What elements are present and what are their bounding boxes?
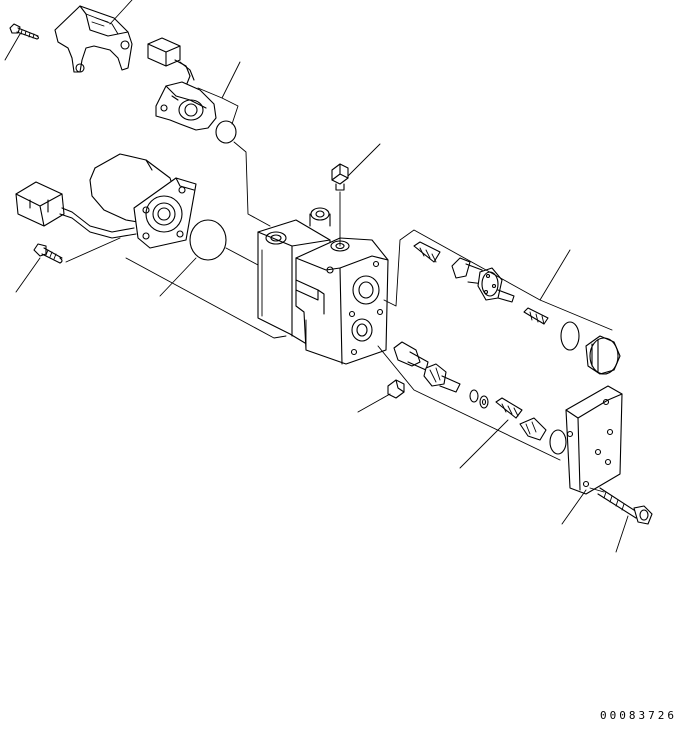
leader-bracket-top xyxy=(109,0,133,25)
gasket-round xyxy=(189,219,227,261)
spool-upper xyxy=(413,241,515,303)
solenoid xyxy=(89,153,197,249)
o-ring-top xyxy=(215,120,237,144)
washers xyxy=(469,389,489,409)
connector-large xyxy=(15,181,137,239)
leader-spool-upper-bracket xyxy=(383,229,613,331)
o-ring-right xyxy=(560,321,580,351)
sensor-top xyxy=(155,81,217,131)
spool-lower xyxy=(393,341,461,393)
leader-gasket xyxy=(159,257,197,297)
valve-body xyxy=(257,207,389,365)
leader-plug-top xyxy=(347,143,381,177)
cover-plate xyxy=(565,385,623,495)
plug-top xyxy=(331,163,349,191)
leader-connector-bolt xyxy=(65,237,121,263)
leader-bolt-top-left xyxy=(4,33,21,61)
cap-right xyxy=(585,335,621,375)
leader-plug-lower xyxy=(357,393,391,413)
bolt-right xyxy=(597,487,653,525)
leader-cover-plate xyxy=(561,489,587,525)
leader-bolt-plate xyxy=(589,487,605,493)
spring-lower xyxy=(495,397,547,441)
plug-lower xyxy=(387,379,405,399)
bolt-top-left xyxy=(9,23,40,40)
leader-o-ring-top xyxy=(233,141,271,227)
leader-bolt-left xyxy=(15,257,41,293)
leader-sensor-top xyxy=(197,61,241,125)
leader-spool-lower-bracket xyxy=(377,345,561,461)
spring-upper xyxy=(523,307,549,325)
bolt-left xyxy=(33,243,63,264)
bracket-top xyxy=(54,5,133,73)
leader-gasket-line xyxy=(225,247,261,267)
leader-solenoid-body xyxy=(125,257,287,339)
connector-small xyxy=(147,37,195,87)
o-ring-lower xyxy=(549,429,567,455)
drawing-id-number: 00083726 xyxy=(600,709,677,722)
leader-spring-lower xyxy=(459,419,509,469)
leader-bolt-right xyxy=(615,515,629,553)
